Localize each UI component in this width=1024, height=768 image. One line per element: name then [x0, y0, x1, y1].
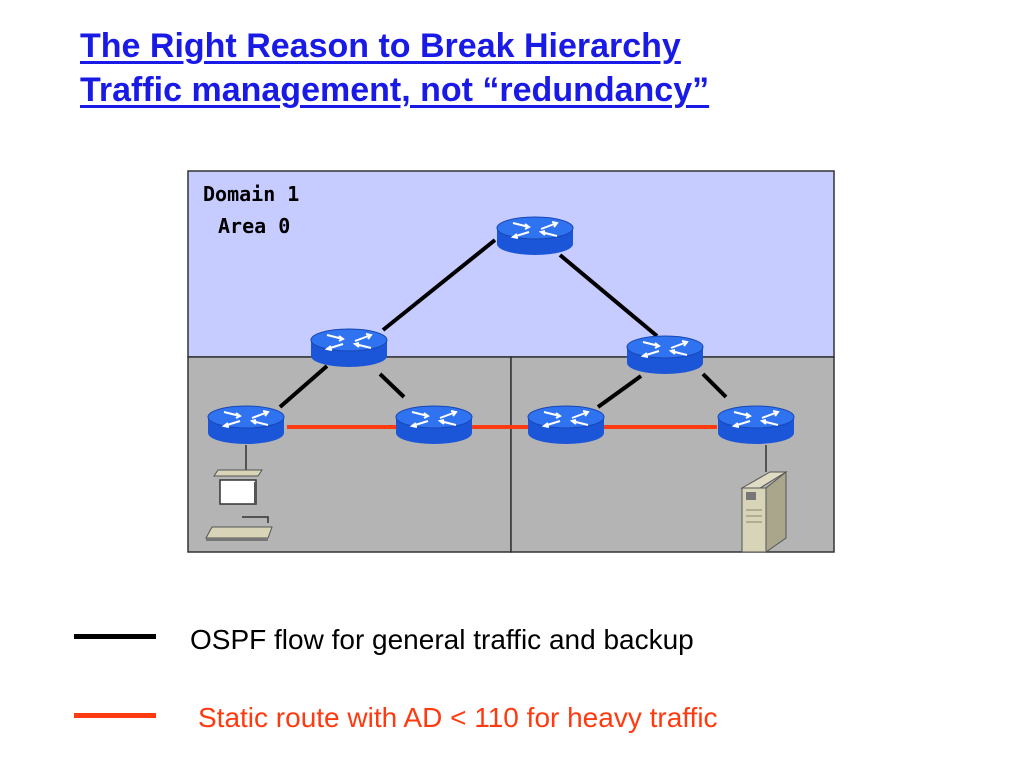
- legend-ospf-swatch: [74, 634, 156, 639]
- ospf-link-right-to-bottom4: [701, 372, 728, 399]
- area-label: Area 0: [218, 214, 290, 238]
- ospf-link-left-to-bottom1: [278, 364, 329, 409]
- title-line-2: Traffic management, not “redundancy”: [80, 71, 710, 109]
- title-line-1: The Right Reason to Break Hierarchy: [80, 27, 681, 65]
- left-sub-area-region: [187, 356, 512, 553]
- legend-ospf-text: OSPF flow for general traffic and backup: [190, 624, 694, 655]
- legend-static-swatch: [74, 713, 156, 718]
- router-icon: [527, 405, 605, 445]
- router-icon: [717, 405, 795, 445]
- ospf-link-top-to-left: [381, 238, 497, 332]
- router-icon: [207, 405, 285, 445]
- slide-title: The Right Reason to Break Hierarchy Traf…: [80, 24, 709, 112]
- ospf-link-left-to-bottom2: [378, 372, 406, 399]
- ospf-link-right-to-bottom3: [596, 374, 643, 409]
- workstation-icon: [205, 469, 273, 541]
- router-icon: [395, 405, 473, 445]
- domain-label: Domain 1: [203, 182, 299, 206]
- legend-static-text: Static route with AD < 110 for heavy tra…: [198, 702, 718, 733]
- ospf-link-top-to-right: [558, 253, 659, 338]
- router-icon: [310, 328, 388, 368]
- router-icon: [496, 216, 574, 256]
- router-icon: [626, 335, 704, 375]
- server-icon: [740, 470, 788, 553]
- area-0-region: [187, 170, 835, 358]
